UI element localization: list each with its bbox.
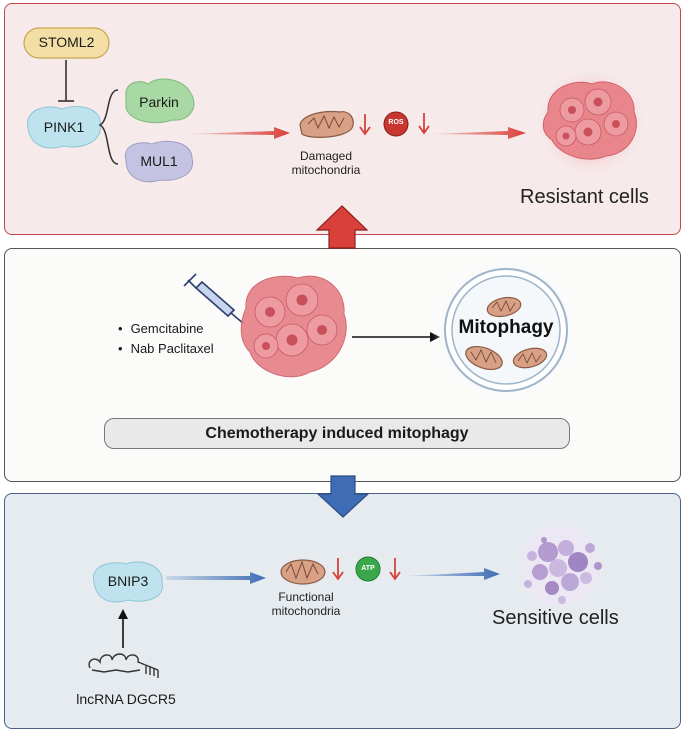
sensitive-cells-icon xyxy=(520,526,602,606)
decrease-arrow-icon xyxy=(418,113,430,135)
functional-mitochondrion-icon xyxy=(280,559,326,585)
parkin-label: Parkin xyxy=(139,94,179,110)
bnip3-node xyxy=(93,561,163,603)
damaged-line-2: mitochondria xyxy=(291,163,361,177)
resistant-tumor-icon xyxy=(535,66,647,178)
ros-label: ROS xyxy=(388,119,404,126)
red-arrow-1 xyxy=(190,127,290,139)
down-arrow xyxy=(316,475,370,518)
drug-item: Gemcitabine xyxy=(118,319,214,339)
sensitive-cells-label: Sensitive cells xyxy=(492,607,619,629)
inhibition-arrow xyxy=(58,60,74,102)
mitochondrion-icon xyxy=(465,345,503,371)
damaged-mitochondria-label: Damaged mitochondria xyxy=(286,149,366,177)
mitochondrion-icon xyxy=(512,347,548,369)
syringe-icon xyxy=(183,273,245,325)
atp-label: ATP xyxy=(361,565,375,572)
mul1-node xyxy=(124,140,194,183)
mul1-label: MUL1 xyxy=(140,153,178,169)
atp-badge xyxy=(355,556,381,582)
bnip3-label: BNIP3 xyxy=(107,573,149,589)
red-arrow-2 xyxy=(432,127,526,139)
damaged-mitochondrion-icon xyxy=(299,110,354,138)
blue-arrow-1 xyxy=(166,572,266,584)
tumor-icon xyxy=(240,275,347,378)
chemotherapy-banner-text: Chemotherapy induced mitophagy xyxy=(205,424,469,442)
chemotherapy-banner: Chemotherapy induced mitophagy xyxy=(104,418,570,449)
mitochondrion-icon xyxy=(486,296,522,318)
pink1-label: PINK1 xyxy=(43,119,85,135)
decrease-arrow-icon xyxy=(332,558,344,581)
drug-list: Gemcitabine Nab Paclitaxel xyxy=(118,319,214,359)
stoml2-label: STOML2 xyxy=(38,34,95,50)
activation-arrow xyxy=(118,609,128,648)
mitophagy-label: Mitophagy xyxy=(458,317,554,338)
ros-badge xyxy=(383,111,409,137)
functional-line-2: mitochondria xyxy=(271,604,341,618)
lncrna-label: lncRNA DGCR5 xyxy=(76,691,176,707)
functional-mitochondria-label: Functional mitochondria xyxy=(266,590,346,618)
blue-arrow-2 xyxy=(406,568,500,580)
parkin-node xyxy=(125,78,195,124)
resistant-cells-label: Resistant cells xyxy=(520,186,649,208)
drug-item: Nab Paclitaxel xyxy=(118,339,214,359)
decrease-arrow-icon xyxy=(389,558,401,581)
black-arrow xyxy=(352,332,440,342)
up-arrow xyxy=(315,205,369,249)
functional-line-1: Functional xyxy=(278,590,334,604)
decrease-arrow-icon xyxy=(359,114,371,136)
pink1-node xyxy=(27,106,101,149)
damaged-line-1: Damaged xyxy=(299,149,353,163)
lncrna-icon xyxy=(88,653,159,678)
stoml2-node xyxy=(23,27,110,59)
curly-brace xyxy=(98,89,119,165)
